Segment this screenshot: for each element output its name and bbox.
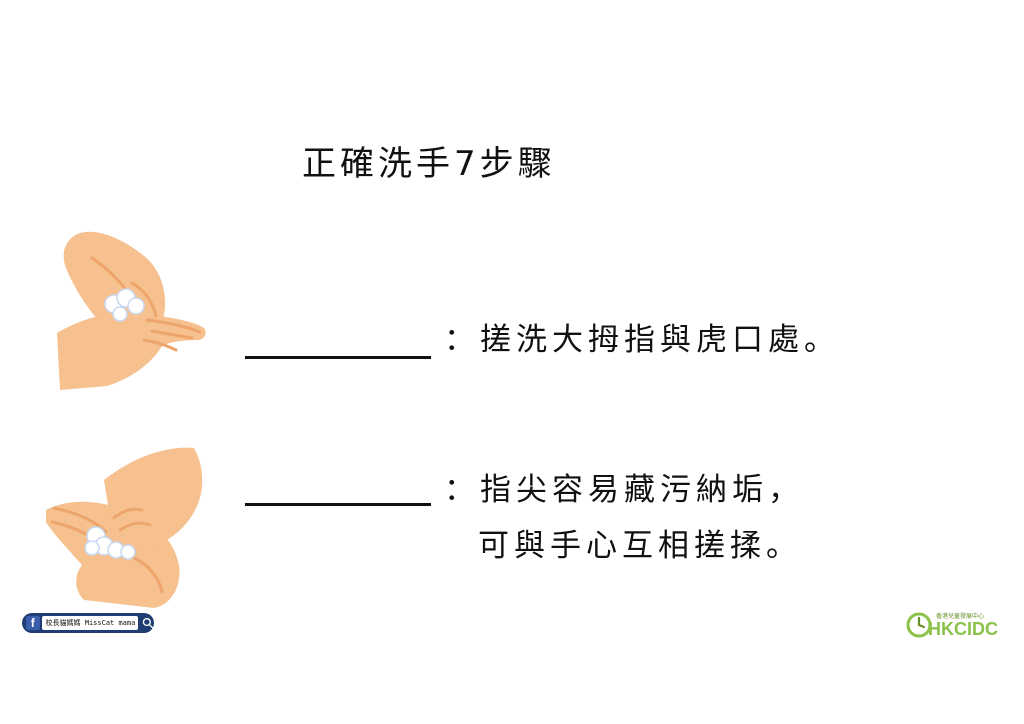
- hkcidc-logo: 香港兒童發展中心 HKCIDC: [906, 610, 1006, 640]
- page-title: 正確洗手7步驟: [302, 144, 556, 184]
- fingertip-washing-illustration: [46, 447, 203, 608]
- facebook-page-badge[interactable]: f 校長貓媽媽 MissCat mama: [22, 613, 154, 633]
- answer-blank-2: [245, 503, 431, 506]
- facebook-page-name: 校長貓媽媽 MissCat mama: [41, 616, 139, 630]
- thumb-washing-illustration: [57, 231, 206, 390]
- clock-logo-icon: [906, 612, 932, 638]
- search-icon: [143, 617, 154, 629]
- step-1-description: ：搓洗大拇指與虎口處。: [444, 322, 840, 358]
- logo-subtitle: 香港兒童發展中心: [936, 613, 985, 620]
- step-2-description-line-1: ：指尖容易藏污納垢，: [444, 472, 804, 508]
- logo-text: HKCIDC: [928, 619, 998, 639]
- step-2-description-line-2: 可與手心互相搓揉。: [478, 528, 802, 564]
- step-2-description: ：指尖容易藏污納垢， 可與手心互相搓揉。: [444, 462, 804, 574]
- answer-blank-1: [245, 356, 431, 359]
- facebook-icon: f: [26, 616, 40, 630]
